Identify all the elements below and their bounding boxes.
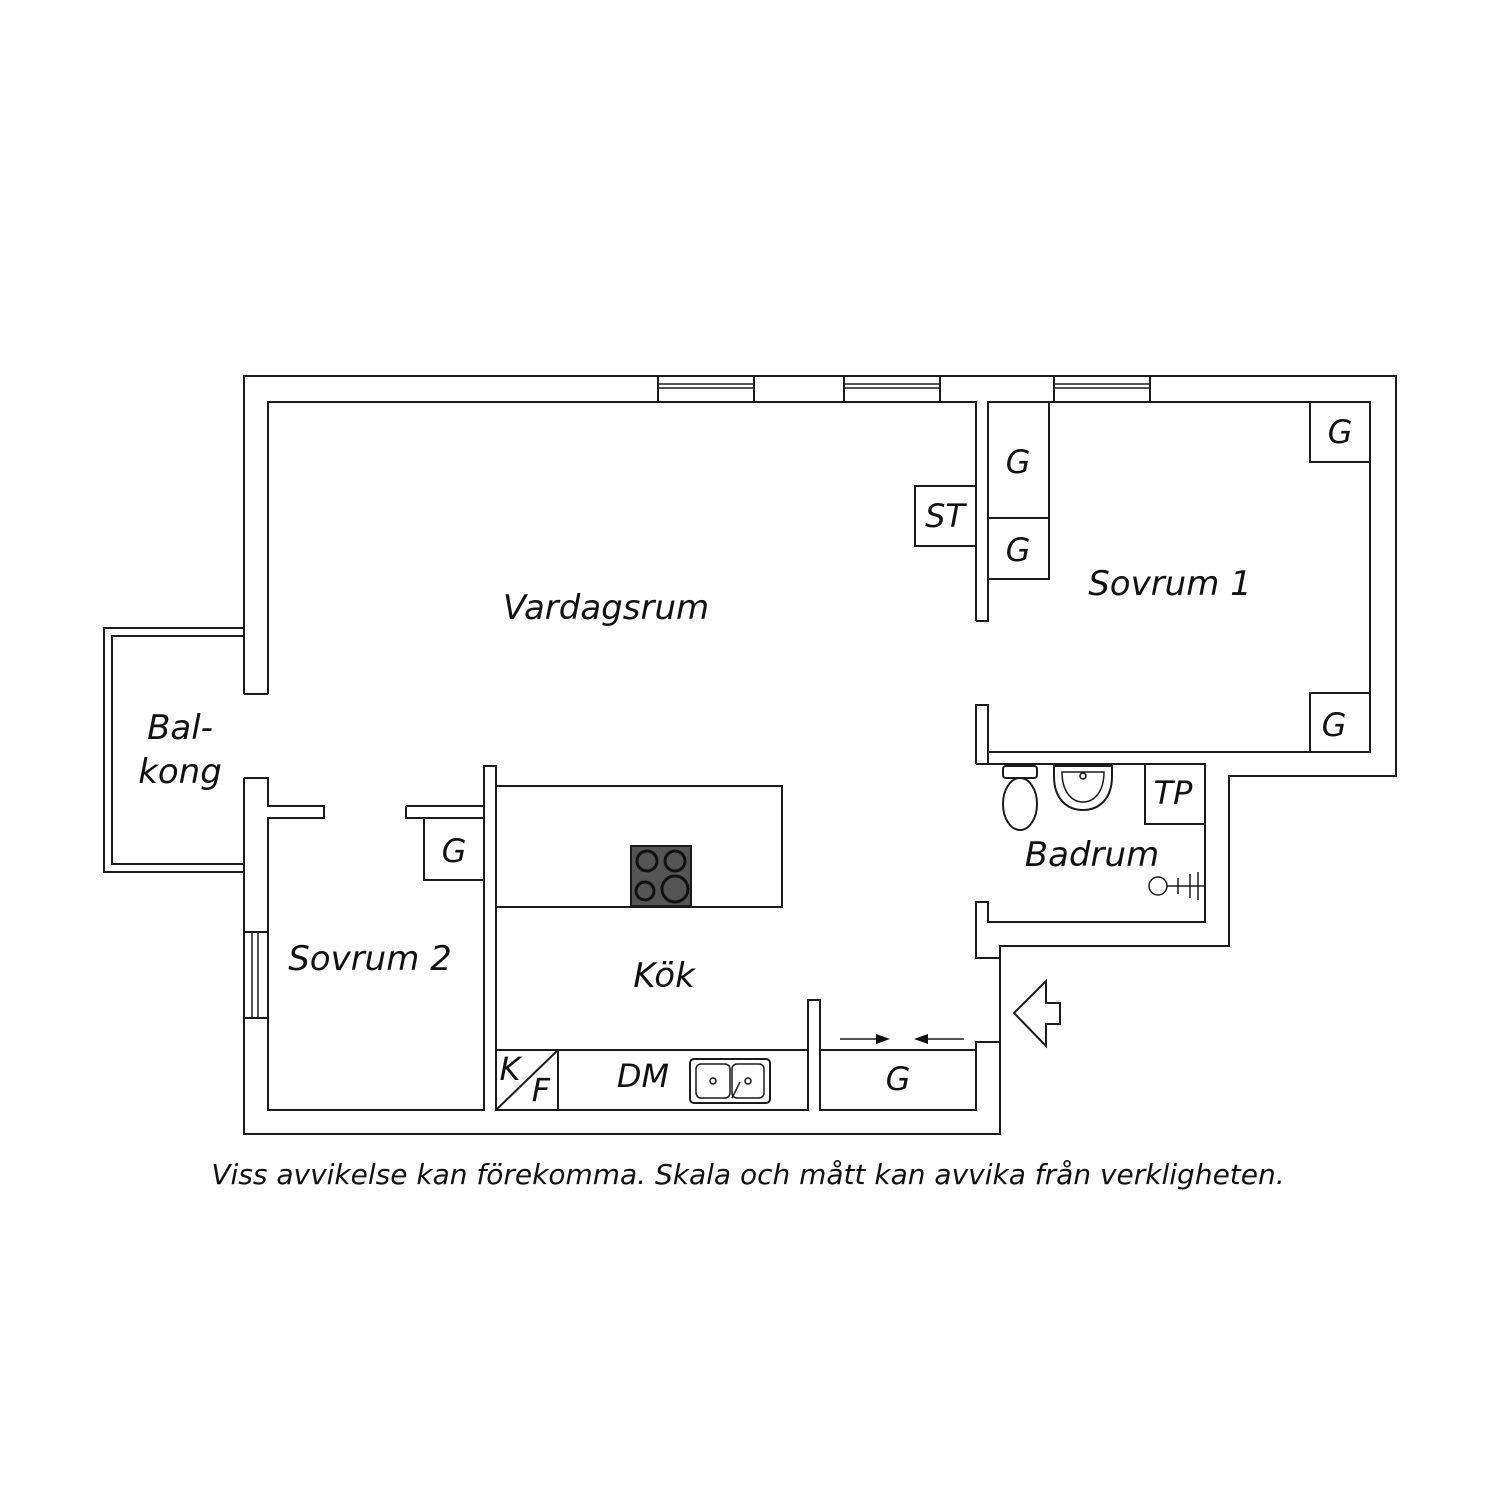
entrance-arrow-icon	[1012, 978, 1061, 1049]
shower-icon	[1148, 872, 1205, 900]
room-label-sovrum-2: Sovrum 2	[288, 939, 452, 979]
wardrobe-label: G	[1328, 413, 1353, 451]
fridge-label: K	[500, 1050, 524, 1088]
room-label-sovrum-1: Sovrum 1	[1088, 564, 1252, 604]
room-label-kok: Kök	[633, 956, 696, 996]
wardrobes	[423, 401, 1371, 1111]
wardrobe-label: G	[1006, 443, 1031, 481]
room-label-balkong-line-1: Bal-	[147, 708, 213, 748]
burner-icon	[634, 880, 656, 902]
wardrobe-4	[1309, 692, 1371, 753]
disclaimer-caption: Viss avvikelse kan förekomma. Skala och …	[211, 1158, 1284, 1191]
wardrobe-2	[987, 517, 1050, 580]
wardrobe-label: G	[1006, 531, 1031, 569]
room-label-vardagsrum: Vardagsrum	[503, 588, 709, 628]
wardrobe-1	[987, 401, 1050, 519]
burner-icon	[635, 849, 659, 873]
room-label-balkong-line-2: kong	[138, 752, 222, 792]
balcony	[103, 627, 244, 873]
burner-icon	[660, 874, 690, 904]
storage-label: ST	[925, 497, 967, 535]
sink-icon	[689, 1058, 771, 1104]
dryer-label: TP	[1154, 774, 1194, 812]
sliding-door-arrows-icon	[840, 1034, 964, 1044]
washbasin-icon	[1053, 765, 1113, 812]
kitchen-fixtures	[495, 785, 809, 1111]
wardrobe-6	[819, 1049, 977, 1111]
dryer-cabinet	[1144, 763, 1206, 825]
wardrobe-label: G	[442, 832, 467, 870]
wardrobe-5	[423, 817, 485, 881]
storage-closet	[914, 485, 977, 547]
dishwasher-label: DM	[617, 1057, 669, 1095]
freezer-label: F	[532, 1071, 551, 1109]
fridge-freezer-divider	[495, 1049, 559, 1111]
burner-icon	[663, 849, 687, 873]
windows	[243, 375, 1151, 1019]
toilet-icon	[1002, 765, 1038, 831]
wardrobe-3	[1309, 401, 1371, 463]
wardrobe-label: G	[1322, 706, 1347, 744]
stove-top-icon	[630, 845, 692, 907]
bathroom-fixtures	[1002, 763, 1206, 900]
exterior-walls	[243, 375, 1397, 1135]
wardrobe-label: G	[886, 1060, 911, 1098]
room-label-badrum: Badrum	[1025, 835, 1159, 875]
